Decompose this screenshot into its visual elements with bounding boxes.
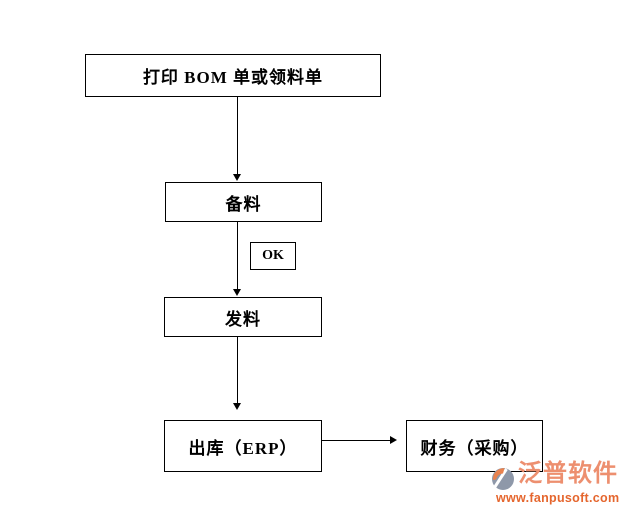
brand-url: www.fanpusoft.com [496,491,620,505]
connector-print-to-prepare [237,97,238,174]
connector-outbound-to-finance [322,440,390,441]
connector-prepare-to-issue [237,222,238,289]
flow-node-ok-label: OK [250,242,296,270]
arrowhead-down-icon [233,289,241,296]
arrowhead-down-icon [233,403,241,410]
flow-node-issue-material: 发料 [164,297,322,337]
flow-node-finance-purchase: 财务（采购） [406,420,543,472]
connector-issue-to-outbound [237,337,238,403]
flow-node-prepare-material: 备料 [165,182,322,222]
flow-node-print-bom: 打印 BOM 单或领料单 [85,54,381,97]
flow-node-stock-out-erp: 出库（ERP） [164,420,322,472]
brand-name: 泛普软件 [518,460,618,487]
arrowhead-down-icon [233,174,241,181]
arrowhead-right-icon [390,436,397,444]
fanpusoft-logo-icon [490,466,516,492]
fanpusoft-watermark: 泛普软件 www.fanpusoft.com [488,460,623,515]
